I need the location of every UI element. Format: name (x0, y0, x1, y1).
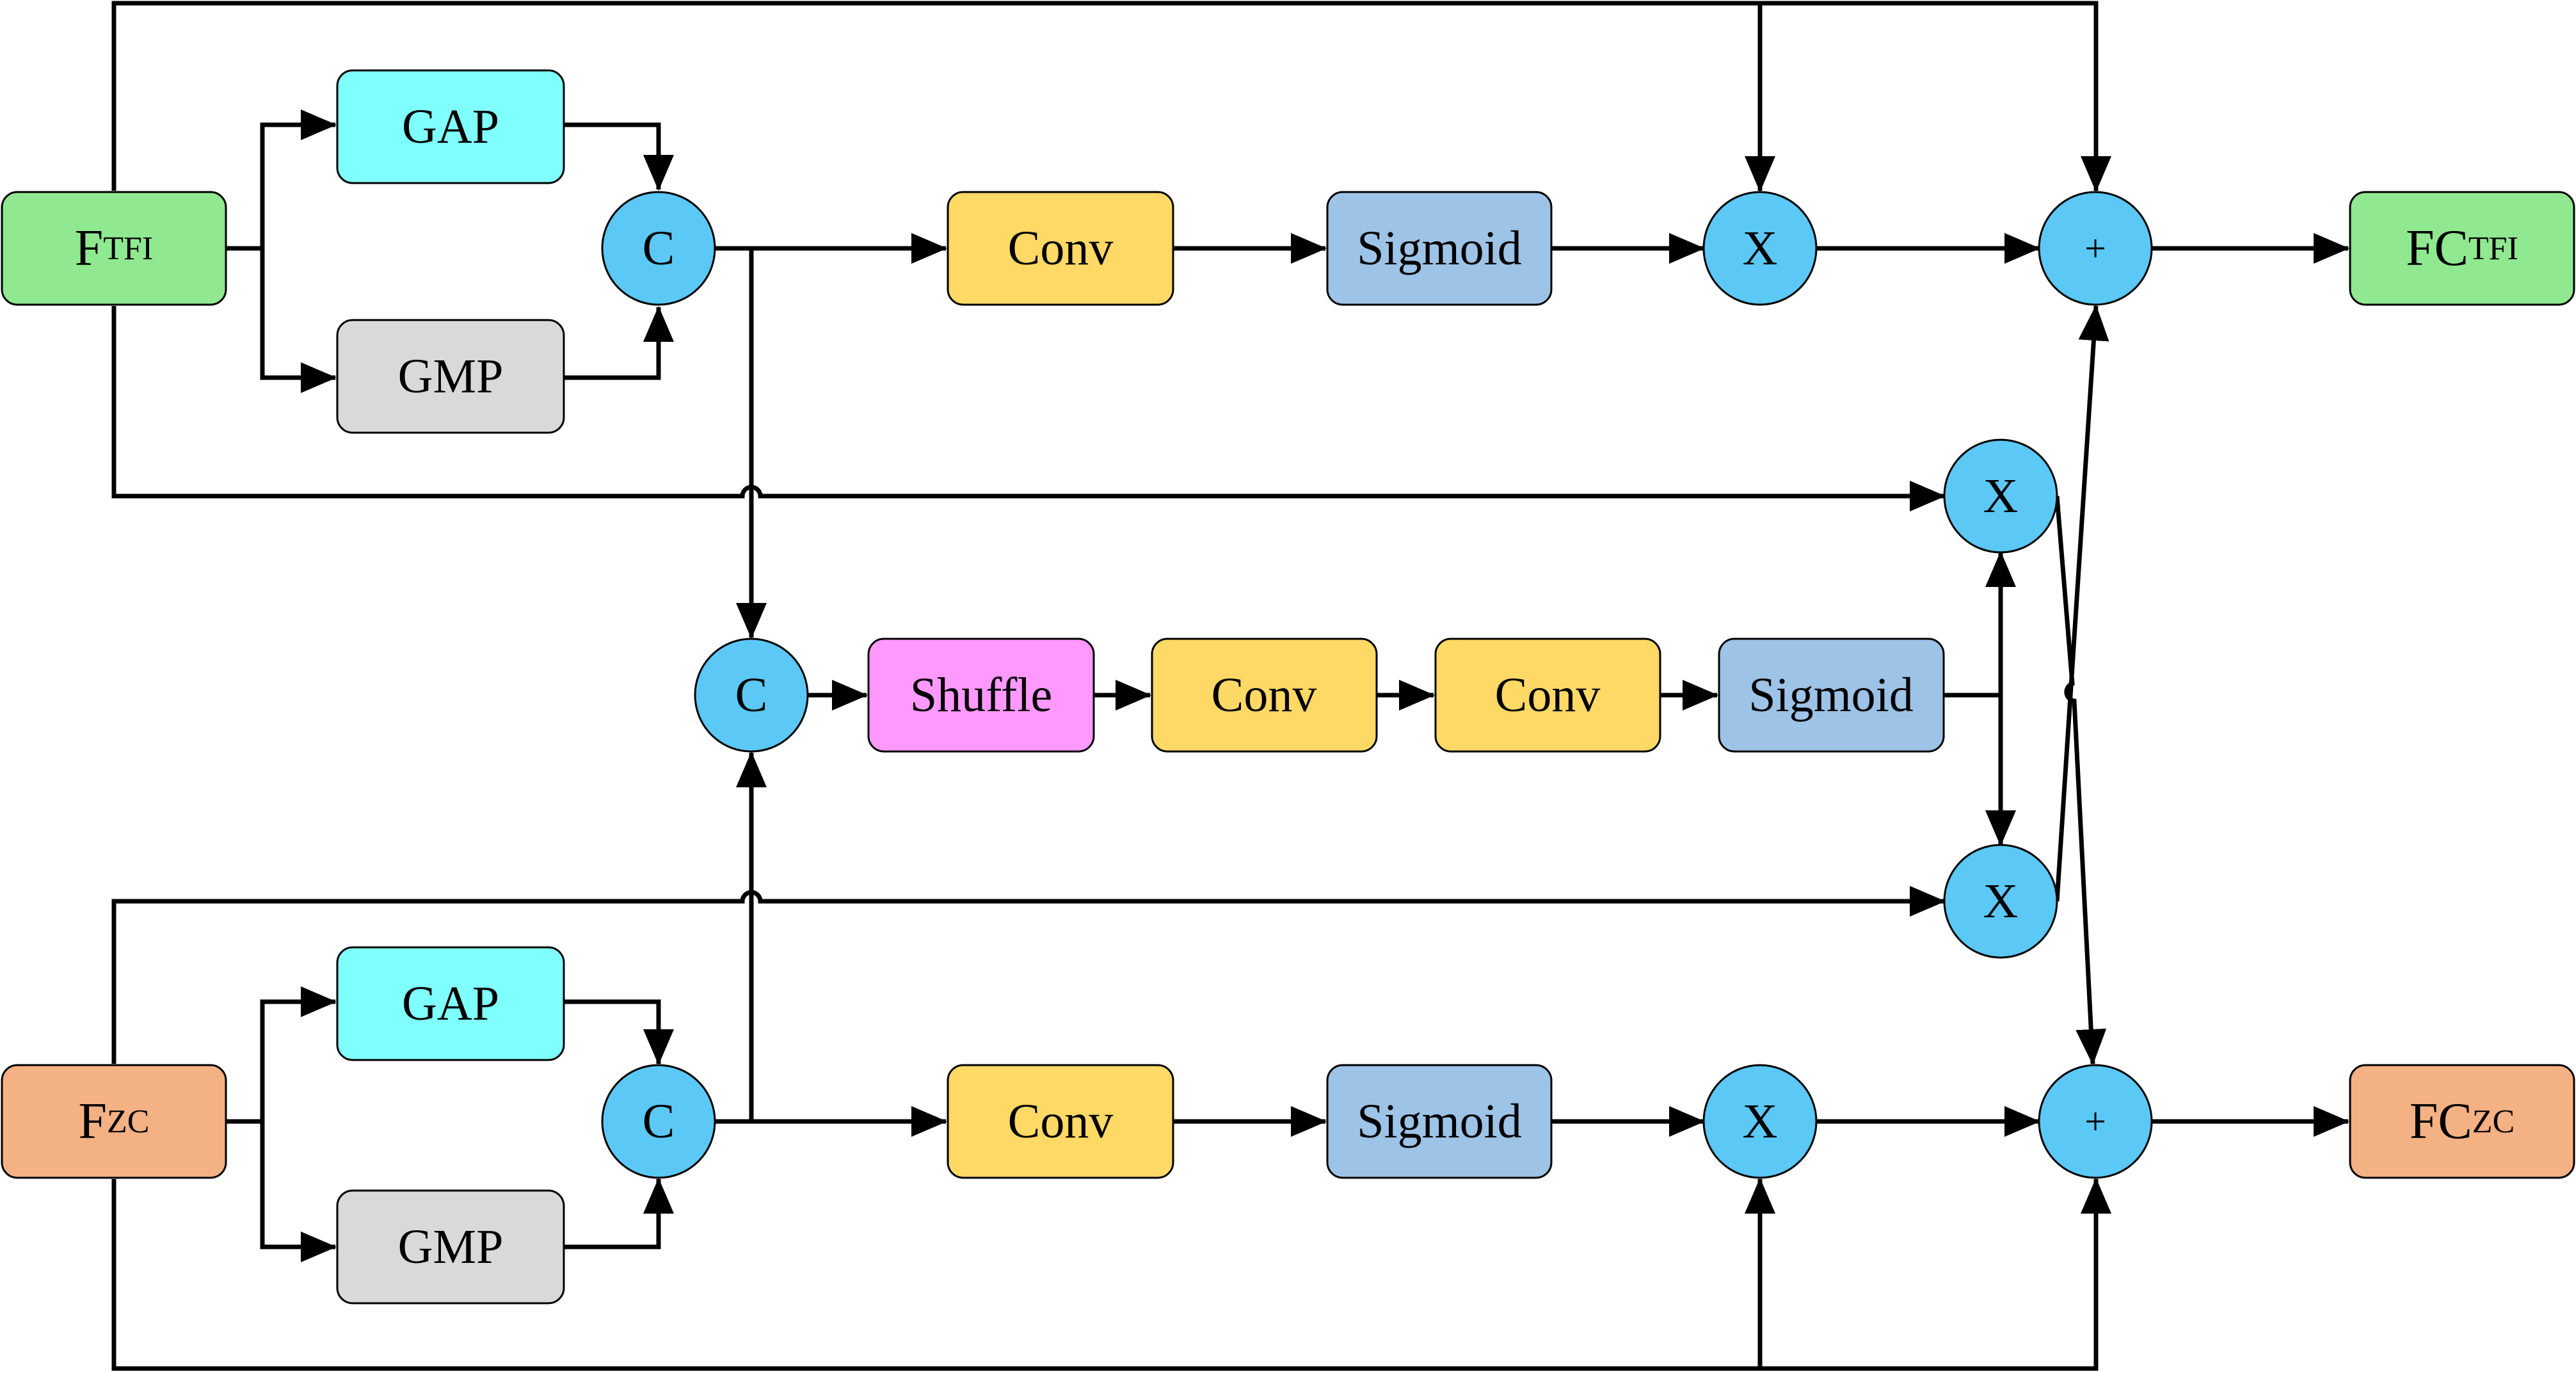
conv-block-middle-2: Conv (1434, 638, 1661, 753)
input-fzc: FZC (1, 1064, 227, 1179)
arrow-gap-to-concat-top (564, 122, 674, 191)
gmp-label-bottom: GMP (398, 1220, 504, 1274)
input-ftfi-label: FTFI (75, 220, 154, 277)
input-fzc-label: FZC (79, 1093, 150, 1150)
conv-label-middle-1: Conv (1212, 668, 1317, 722)
sigmoid-label-top: Sigmoid (1357, 221, 1522, 275)
output-fczc: FCZC (2349, 1064, 2575, 1179)
multiply-node-upper: X (1943, 438, 2058, 554)
concat-node-bottom: C (601, 1064, 716, 1179)
sigmoid-block-bottom: Sigmoid (1326, 1064, 1553, 1179)
arrow-ftfi-to-gap-top (226, 109, 337, 251)
multiply-node-lower: X (1943, 844, 2058, 959)
add-node-bottom: + (2038, 1064, 2153, 1179)
gmp-label-top: GMP (398, 349, 504, 403)
arrow-gmp-to-concat-top (564, 306, 674, 380)
skip-fzc-to-add-bottom (111, 1178, 2111, 1371)
concat-label-top: C (643, 221, 675, 275)
arrow-ftfi-to-gmp-top (260, 248, 337, 393)
conv-block-top: Conv (947, 191, 1174, 306)
output-fczc-label: FCZC (2410, 1093, 2515, 1150)
arrow-fzc-to-gap-bottom (226, 986, 337, 1124)
gap-block-bottom: GAP (336, 946, 565, 1061)
multiply-label-lower: X (1983, 874, 2019, 928)
shuffle-label: Shuffle (910, 668, 1052, 722)
gap-label-top: GAP (402, 100, 499, 154)
multiply-label-top: X (1743, 221, 1778, 275)
arrow-multiply-upper-to-add-bottom (2054, 495, 2107, 1065)
output-fctfi-label: FCTFI (2406, 220, 2518, 277)
skip-ftfi-to-add-top (111, 1, 2111, 192)
conv-label-bottom: Conv (1008, 1095, 1114, 1148)
conv-label-middle-2: Conv (1495, 668, 1601, 722)
gap-label-bottom: GAP (402, 977, 499, 1031)
arrow-fzc-to-gmp-bottom (260, 1121, 337, 1262)
multiply-label-bottom: X (1743, 1095, 1778, 1148)
sigmoid-label-bottom: Sigmoid (1357, 1095, 1522, 1148)
gmp-block-bottom: GMP (336, 1189, 565, 1305)
multiply-node-top: X (1702, 191, 1818, 306)
conv-block-bottom: Conv (947, 1064, 1174, 1179)
concat-node-middle: C (694, 638, 809, 753)
gap-block-top: GAP (336, 69, 565, 184)
input-ftfi: FTFI (1, 191, 227, 306)
conv-block-middle-1: Conv (1151, 638, 1378, 753)
sigmoid-block-top: Sigmoid (1326, 191, 1553, 306)
sigmoid-block-middle: Sigmoid (1718, 638, 1945, 753)
add-label-top: + (2084, 227, 2106, 269)
arrow-multiply-lower-to-add-top (2054, 305, 2109, 902)
add-label-bottom: + (2084, 1100, 2106, 1143)
concat-node-top: C (601, 191, 716, 306)
concat-label-middle: C (735, 668, 768, 722)
sigmoid-label-middle: Sigmoid (1748, 668, 1914, 722)
shuffle-block: Shuffle (867, 638, 1095, 753)
conv-label-top: Conv (1008, 221, 1114, 275)
arrow-gap-to-concat-bottom (564, 999, 674, 1065)
multiply-node-bottom: X (1702, 1064, 1818, 1179)
add-node-top: + (2038, 191, 2153, 306)
multiply-label-upper: X (1983, 469, 2019, 523)
gmp-block-top: GMP (336, 319, 565, 434)
connectors (111, 1, 2349, 1371)
arrow-gmp-to-concat-bottom (564, 1178, 674, 1249)
concat-label-bottom: C (643, 1095, 675, 1148)
output-fctfi: FCTFI (2349, 191, 2575, 306)
